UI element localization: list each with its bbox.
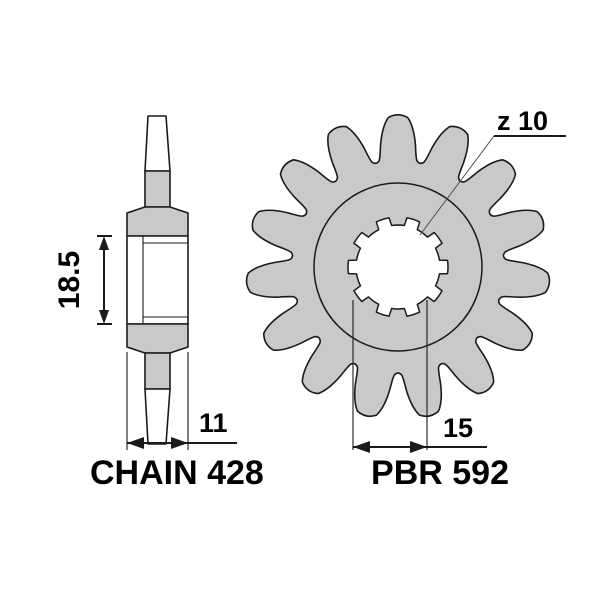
front-view-group: 15 z 10 PBR 592 xyxy=(245,106,566,492)
thickness-arrow-down xyxy=(99,310,109,324)
spline-count-label: z 10 xyxy=(497,106,548,136)
upper-shaft xyxy=(144,170,171,208)
lower-flange xyxy=(126,323,189,354)
width-dimension-group-right: 15 xyxy=(353,413,487,453)
thickness-dimension-group: 18.5 xyxy=(53,235,112,325)
lower-shaft xyxy=(144,352,171,390)
chain-caption: CHAIN 428 xyxy=(90,454,264,492)
front-arrow-right xyxy=(410,441,427,453)
upper-flange xyxy=(126,206,189,237)
spline-callout-group: z 10 xyxy=(419,106,566,236)
pbr-caption: PBR 592 xyxy=(371,454,509,492)
side-view-group: 18.5 11 CHAIN 428 xyxy=(53,115,264,492)
center-body xyxy=(126,235,189,325)
thickness-dimension-label: 18.5 xyxy=(53,251,86,309)
spline-bore xyxy=(347,217,449,317)
lower-tooth-tip xyxy=(144,388,171,445)
width-arrow-left xyxy=(127,437,144,449)
front-width-label: 15 xyxy=(443,413,473,443)
width-dimension-label-left: 11 xyxy=(199,408,228,438)
thickness-arrow-up xyxy=(99,236,109,250)
front-arrow-left xyxy=(353,441,370,453)
upper-tooth-tip xyxy=(144,115,171,172)
hub-outer-ring xyxy=(313,182,483,352)
width-arrow-right xyxy=(171,437,188,449)
spline-leader-line xyxy=(419,135,495,236)
width-dimension-group-left: 11 xyxy=(126,352,237,450)
